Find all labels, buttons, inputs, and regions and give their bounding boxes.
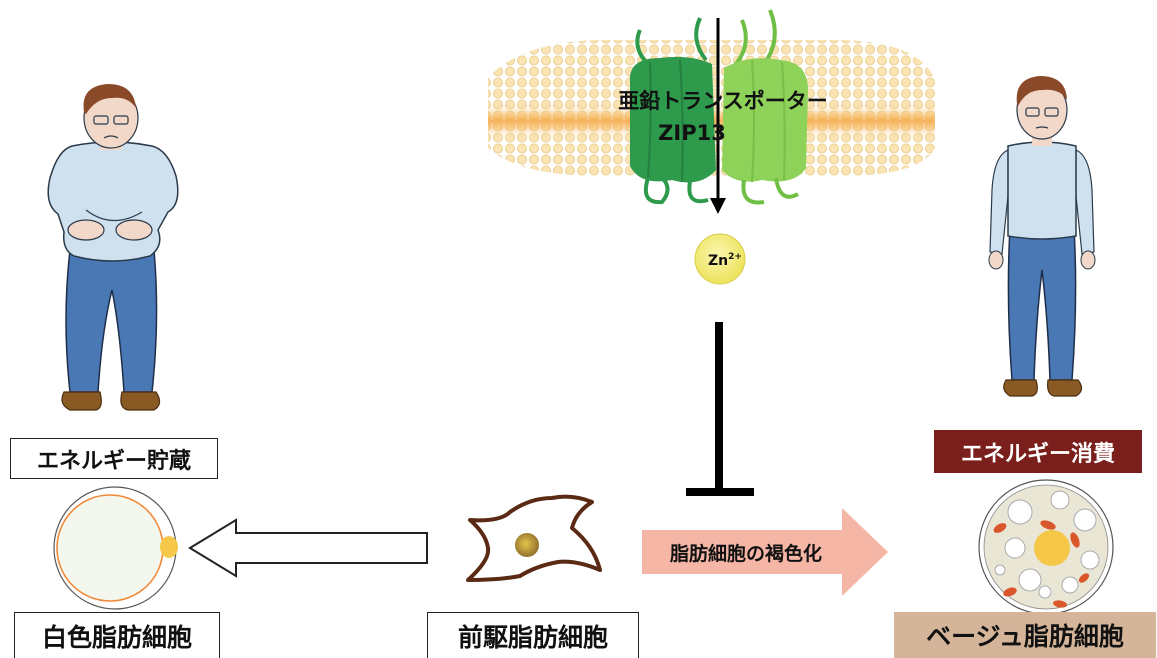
energy-expenditure-label: エネルギー消費 [934,430,1142,473]
zinc-ion-base: Zn [708,253,728,269]
beige-adipocyte-label: ベージュ脂肪細胞 [894,612,1156,658]
preadipocyte-icon [466,494,602,582]
zinc-ion-label: Zn2+ [708,252,742,269]
beige-adipocyte-icon [978,479,1114,615]
inhibition-bar [686,322,754,496]
transporter-label: 亜鉛トランスポーター [618,89,828,113]
white-adipocyte-label: 白色脂肪細胞 [14,612,220,658]
differentiation-arrow-white [188,518,428,578]
white-adipocyte-icon [53,486,178,610]
zinc-ion-icon [694,233,746,285]
energy-storage-label: エネルギー貯蔵 [10,438,218,479]
browning-arrow [642,508,888,596]
preadipocyte-label: 前駆脂肪細胞 [427,612,639,658]
slim-person-icon [988,76,1096,397]
zinc-transport-arrow [710,18,726,214]
overweight-person-icon [47,84,179,411]
browning-label: 脂肪細胞の褐色化 [669,542,822,565]
transporter-name: ZIP13 [658,121,726,145]
zinc-ion-charge: 2+ [728,252,742,262]
zip13-transporter-icon [629,9,808,205]
